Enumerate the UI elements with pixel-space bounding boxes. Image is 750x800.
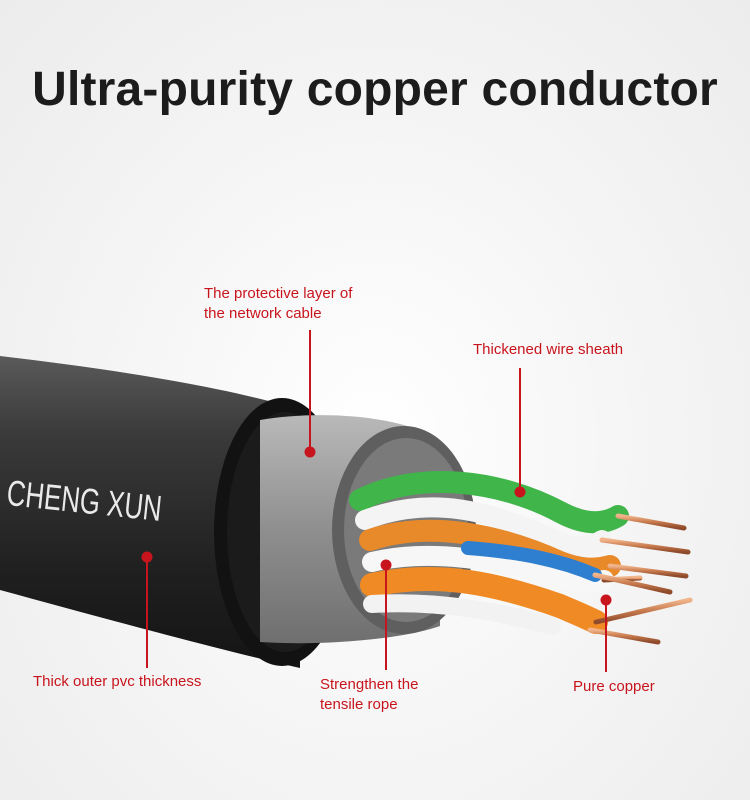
dot-wire-sheath	[514, 486, 526, 498]
dot-outer-pvc	[141, 551, 153, 563]
label-protective-layer: The protective layer of the network cabl…	[204, 285, 353, 322]
callout-lines	[146, 330, 607, 672]
label-tensile-rope: Strengthen the tensile rope	[320, 676, 419, 713]
twisted-pairs	[349, 471, 629, 635]
label-outer-pvc: Thick outer pvc thickness	[33, 673, 202, 690]
dot-tensile-rope	[380, 559, 392, 571]
page-title: Ultra-purity copper conductor	[32, 63, 718, 116]
copper-conductors	[587, 513, 693, 645]
callout-dots	[141, 446, 612, 606]
label-wire-sheath: Thickened wire sheath	[473, 341, 624, 358]
dot-pure-copper	[600, 594, 612, 606]
label-pure-copper: Pure copper	[573, 678, 655, 695]
dot-protective-layer	[304, 446, 316, 458]
